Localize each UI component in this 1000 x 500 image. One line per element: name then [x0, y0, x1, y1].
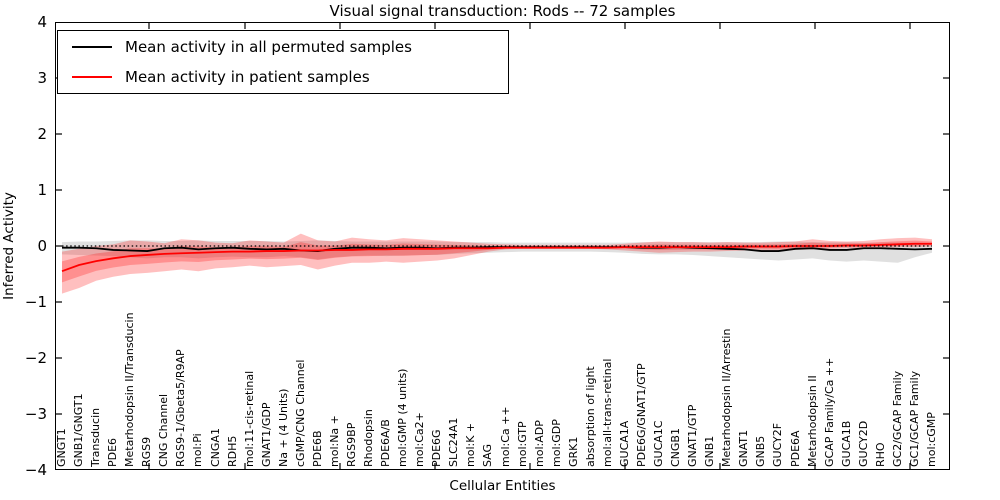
patient-mean-line	[61, 242, 932, 273]
legend-label-permuted: Mean activity in all permuted samples	[125, 38, 412, 56]
y-tick-label: −3	[24, 405, 47, 423]
x-category-label: GNB5	[754, 435, 768, 467]
x-category-label: CNGB1	[669, 428, 683, 467]
x-category-label: PDE6A/B	[379, 419, 393, 467]
x-category-label: mol:GDP	[549, 419, 563, 467]
x-category-label: mol:cGMP	[925, 412, 938, 467]
x-category-label: RGS9-1/Gbeta5/R9AP	[174, 349, 188, 467]
x-category-label: SAG	[481, 443, 495, 467]
legend-label-patient: Mean activity in patient samples	[125, 68, 370, 86]
y-tick-label: 2	[37, 125, 47, 143]
x-category-label: Metarhodopsin II/Transducin	[123, 312, 137, 467]
x-category-label: GUCA1A	[617, 420, 631, 467]
x-category-label: mol:Ca2+	[413, 412, 427, 467]
x-category-label: GC1/GCAP Family	[907, 370, 921, 467]
x-category-label: GRK1	[566, 436, 580, 467]
y-tick-label: −1	[24, 293, 47, 311]
x-category-label: RDH5	[225, 435, 239, 467]
x-category-label: GNB1	[703, 435, 717, 467]
x-category-label: absorption of light	[583, 366, 597, 467]
x-category-label: GCAP Family/Ca ++	[822, 357, 836, 467]
y-tick-label: −4	[24, 461, 47, 479]
x-category-label: GUCY2D	[856, 420, 870, 467]
chart-title: Visual signal transduction: Rods -- 72 s…	[329, 2, 676, 20]
y-tick-label: −2	[24, 349, 47, 367]
x-category-label: mol:GTP	[515, 421, 529, 467]
x-category-label: mol:Na +	[327, 415, 341, 467]
x-category-label: cGMP/CNG Channel	[293, 359, 307, 468]
x-axis-label: Cellular Entities	[449, 478, 556, 494]
y-tick-label: 1	[37, 181, 47, 199]
x-category-label: SLC24A1	[447, 417, 461, 467]
x-category-label: GNAT1/GDP	[259, 402, 273, 467]
legend-black-line-sample	[72, 46, 112, 48]
legend: Mean activity in all permuted samples Me…	[57, 30, 509, 94]
x-category-label: PDE6G	[430, 429, 444, 467]
x-category-label: GUCY2F	[771, 422, 785, 467]
x-category-label: GNAT1	[737, 429, 751, 467]
x-category-label: CNG Channel	[157, 393, 171, 467]
x-category-label: Rhodopsin	[362, 409, 376, 467]
chart-canvas	[55, 22, 950, 470]
x-category-label: Transducin	[89, 407, 103, 467]
x-category-label: GUCA1C	[652, 420, 666, 467]
x-category-label: Metarhodopsin II	[805, 375, 819, 467]
y-tick-label: 3	[37, 69, 47, 87]
x-category-label: mol:K +	[464, 422, 478, 467]
x-category-label: GNAT1/GTP	[686, 404, 700, 467]
x-category-label: PDE6	[106, 437, 120, 467]
x-category-label: GC2/GCAP Family	[890, 370, 904, 467]
x-category-label: RGS9	[140, 436, 154, 467]
x-category-label: mol:Pi	[191, 433, 205, 467]
x-category-label: PDE6B	[310, 430, 324, 467]
x-category-label: RHO	[873, 442, 887, 467]
x-category-label: Na + (4 Units)	[276, 388, 290, 467]
x-category-label: mol:all-trans-retinal	[600, 358, 614, 467]
x-category-label: Metarhodopsin II/Arrestin	[720, 328, 734, 467]
x-category-label: PDE6G/GNAT1/GTP	[635, 363, 648, 467]
x-category-label: mol:Ca ++	[498, 406, 512, 467]
x-category-label: GNGT1	[55, 428, 68, 467]
x-category-label: mol:ADP	[532, 420, 546, 467]
x-category-label: mol:GMP (4 units)	[396, 368, 410, 467]
x-category-label: PDE6A	[788, 430, 802, 467]
y-tick-label: 4	[37, 13, 47, 31]
legend-entry-permuted: Mean activity in all permuted samples	[58, 32, 508, 62]
x-category-label: mol:11-cis-retinal	[242, 370, 256, 467]
legend-red-line-sample	[72, 76, 112, 78]
y-tick-label: 0	[37, 237, 47, 255]
legend-entry-patient: Mean activity in patient samples	[58, 62, 508, 92]
x-category-label: RGS9BP	[345, 422, 358, 467]
x-category-label: GNB1/GNGT1	[72, 393, 86, 467]
x-category-label: CNGA1	[208, 428, 222, 467]
x-category-label: GUCA1B	[839, 420, 853, 467]
